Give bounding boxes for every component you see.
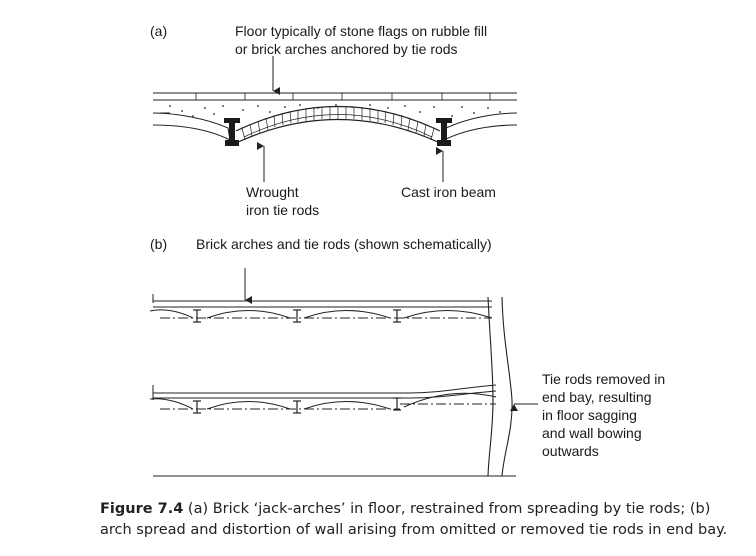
cast-iron-beams [224,118,452,146]
figure-caption-text: (a) Brick ‘jack-arches’ in floor, restra… [100,501,728,538]
rubble-fill [169,104,501,117]
cast-iron-beam-right [436,118,452,146]
panel-b-title: Brick arches and tie rods (shown schemat… [196,236,492,252]
tie-rods-removed-note: Tie rods removed in end bay, resulting i… [542,371,666,459]
figure-caption: Figure 7.4 (a) Brick ‘jack-arches’ in fl… [100,499,740,541]
bowing-end-wall [487,296,513,477]
tie-rod-label: Wrought iron tie rods [246,184,320,218]
floor-construction-note: Floor typically of stone flags on rubble… [235,23,488,57]
cast-iron-beam-label: Cast iron beam [401,184,496,200]
upper-floor-schematic [149,294,493,323]
panel-a-floor-section [152,92,518,144]
cast-iron-beam-left [224,118,240,146]
panel-a-letter: (a) [150,23,168,39]
panel-a-leaders [257,56,444,182]
lower-floor-schematic [149,384,497,414]
panel-b-letter: (b) [150,236,168,252]
figure-number: Figure 7.4 [100,501,184,517]
brick-voussoirs [241,106,435,141]
